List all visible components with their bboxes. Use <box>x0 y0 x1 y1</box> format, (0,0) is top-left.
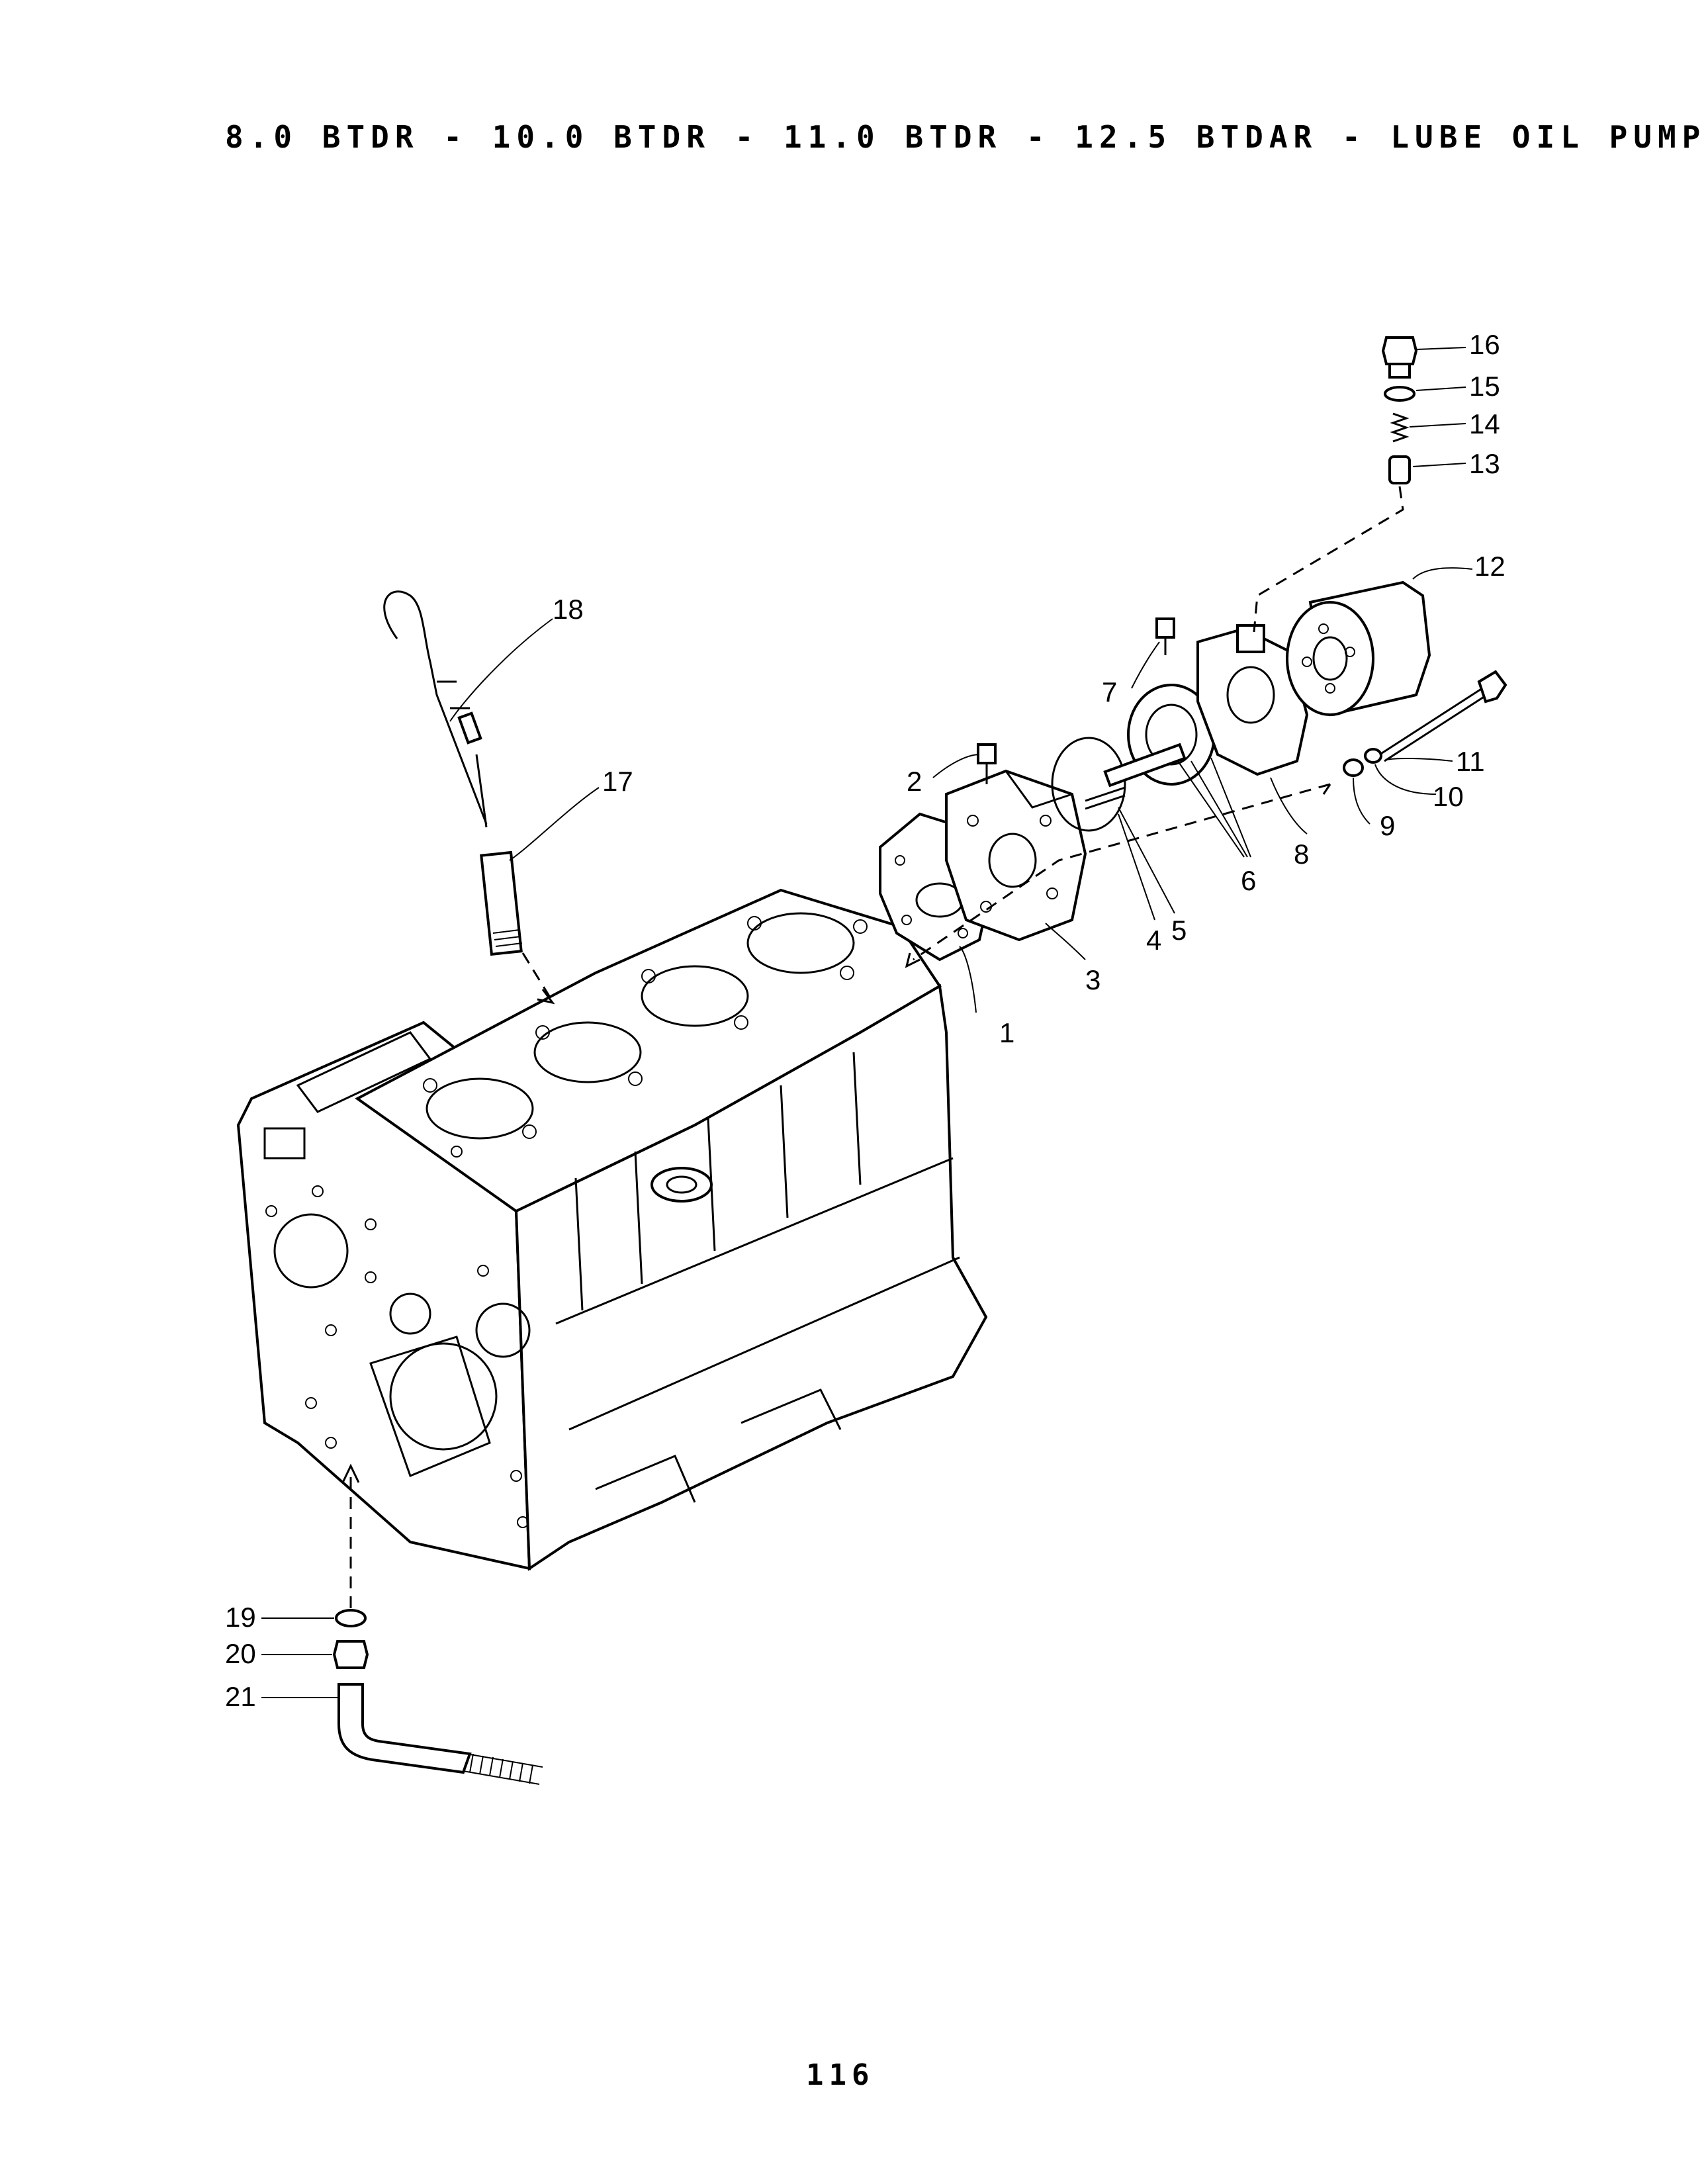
callout-11: 11 <box>1456 746 1485 777</box>
bolt <box>1379 670 1507 762</box>
relief-valve-plug <box>1381 336 1418 379</box>
valve-plunger <box>1388 455 1411 484</box>
rotor-set <box>1103 684 1216 788</box>
pin <box>1085 786 1126 810</box>
callout-15: 15 <box>1469 371 1500 402</box>
callout-21: 21 <box>225 1681 256 1712</box>
callout-12: 12 <box>1474 551 1505 582</box>
drain-nut <box>332 1640 369 1669</box>
pump-cover <box>1196 624 1309 776</box>
callout-2: 2 <box>907 766 922 797</box>
page-number: 116 <box>806 2058 875 2092</box>
callout-7: 7 <box>1102 676 1117 707</box>
flat-washer <box>1343 758 1364 777</box>
callout-14: 14 <box>1469 408 1500 439</box>
pump-body <box>945 769 1087 942</box>
callout-3: 3 <box>1085 964 1100 995</box>
callout-16: 16 <box>1469 329 1500 360</box>
o-ring <box>1051 737 1126 832</box>
dipstick-tube <box>480 850 523 956</box>
callout-4: 4 <box>1146 925 1161 956</box>
page-title: 8.0 BTDR - 10.0 BTDR - 11.0 BTDR - 12.5 … <box>225 119 1706 155</box>
drain-pipe <box>337 1683 543 1785</box>
leader-lines <box>261 347 1473 1698</box>
callout-8: 8 <box>1294 839 1309 870</box>
dipstick <box>383 590 488 828</box>
callout-19: 19 <box>225 1602 256 1633</box>
callout-9: 9 <box>1380 810 1395 841</box>
spring <box>1390 412 1410 443</box>
drain-washer <box>335 1609 367 1627</box>
callout-6: 6 <box>1241 865 1256 896</box>
callout-17: 17 <box>602 766 633 797</box>
washer <box>1384 386 1415 402</box>
callout-18: 18 <box>553 594 584 625</box>
callout-20: 20 <box>225 1638 256 1669</box>
callout-10: 10 <box>1433 781 1464 812</box>
oil-filter <box>1286 580 1431 717</box>
callout-1: 1 <box>999 1017 1014 1048</box>
screw <box>977 743 997 784</box>
callout-13: 13 <box>1469 448 1500 479</box>
lock-washer <box>1364 748 1382 764</box>
screw <box>1155 617 1175 655</box>
engine-block <box>236 888 988 1571</box>
callout-5: 5 <box>1171 915 1187 946</box>
